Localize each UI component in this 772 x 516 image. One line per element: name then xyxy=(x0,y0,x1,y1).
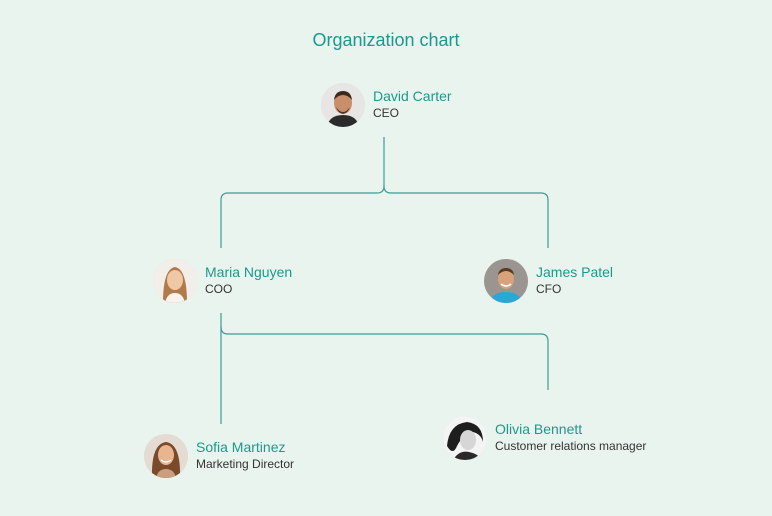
name-coo: Maria Nguyen xyxy=(205,264,293,280)
node-coo[interactable]: Maria Nguyen COO xyxy=(153,259,292,303)
role-marketing-director: Marketing Director xyxy=(196,457,295,471)
connector-coo-customer xyxy=(220,326,549,390)
avatar-coo xyxy=(153,259,197,303)
chart-title: Organization chart xyxy=(312,30,460,50)
name-marketing-director: Sofia Martinez xyxy=(196,439,286,455)
role-ceo: CEO xyxy=(373,106,400,120)
name-cfo: James Patel xyxy=(536,264,614,280)
avatar-cfo xyxy=(484,259,528,303)
name-ceo: David Carter xyxy=(373,88,452,104)
node-cfo[interactable]: James Patel CFO xyxy=(484,259,613,303)
avatar-marketing-director xyxy=(144,434,188,478)
node-customer-relations[interactable]: Olivia Bennett Customer relations manage… xyxy=(443,416,646,460)
role-coo: COO xyxy=(205,282,233,296)
connector-ceo xyxy=(220,137,385,248)
avatar-ceo xyxy=(321,83,365,127)
name-customer-relations: Olivia Bennett xyxy=(495,421,583,437)
role-cfo: CFO xyxy=(536,282,562,296)
node-ceo[interactable]: David Carter CEO xyxy=(321,83,452,127)
role-customer-relations: Customer relations manager xyxy=(495,439,647,453)
avatar-customer-relations xyxy=(443,416,487,460)
connector-ceo-cfo xyxy=(383,185,549,248)
node-marketing-director[interactable]: Sofia Martinez Marketing Director xyxy=(144,434,294,478)
